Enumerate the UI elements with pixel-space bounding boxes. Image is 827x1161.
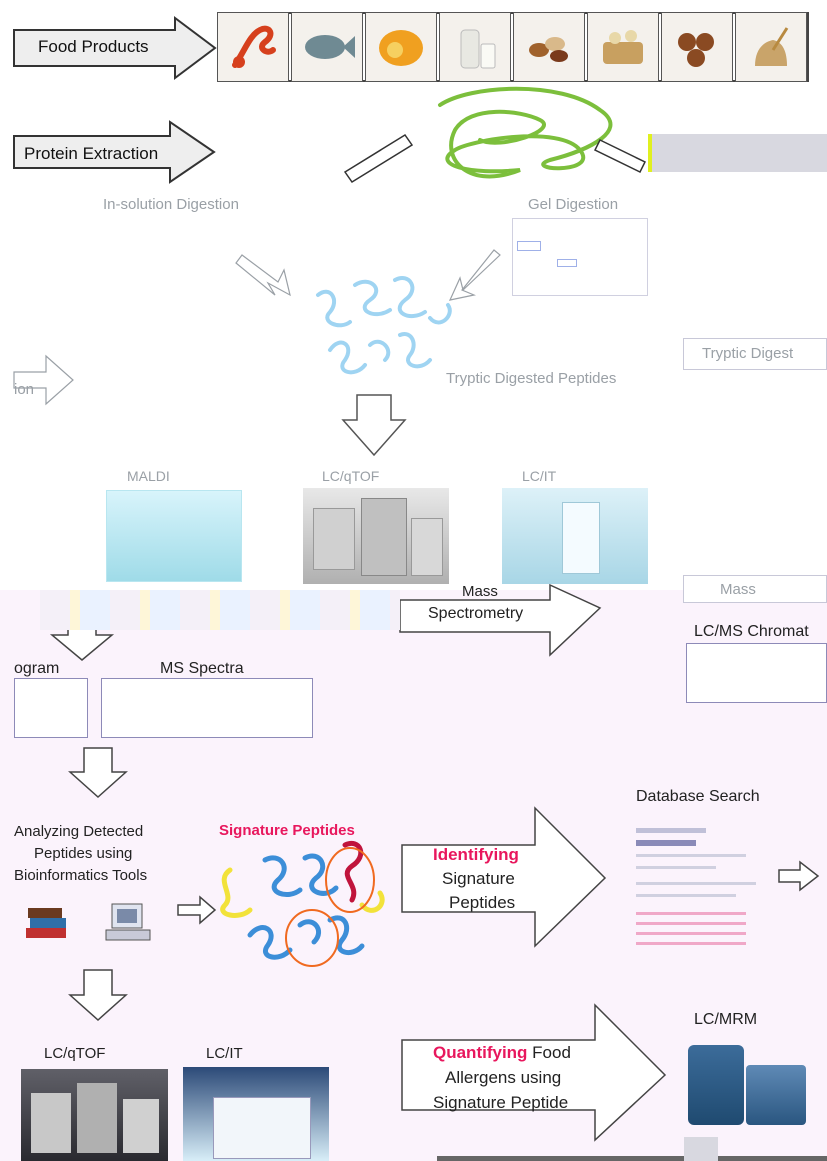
identifying-line3: Peptides [449,893,516,912]
to-analysis-arrow [68,747,128,799]
quantifying-tail: Food [527,1043,571,1062]
to-gel-arrow [593,138,647,174]
mass-partial-label: Mass [720,581,756,598]
mass-box: Mass [683,575,827,603]
bottom-strip [437,1156,827,1161]
database-search-results-image [636,822,766,954]
gel-to-peptides-arrow [448,249,501,301]
to-quant-instruments-arrow [68,969,128,1022]
protein-extraction-label: Protein Extraction [24,144,159,163]
chromatogram-partial-label: ogram [14,660,60,677]
lc-mrm-label: LC/MRM [694,1011,758,1028]
analyzing-line2: Peptides using [34,845,133,862]
ionization-arrow [13,354,74,406]
fish-icon [291,12,363,82]
quantifying-line2: Allergens using [445,1068,562,1087]
quantifying-line1: Quantifying Food [433,1043,571,1063]
computer-icon [102,900,154,944]
hazelnut-icon [661,12,733,82]
gel-image [512,218,648,296]
database-next-arrow [778,860,820,892]
to-signature-arrow [177,895,217,925]
signature-peptide-circle-1 [325,847,375,913]
gel-digestion-label: Gel Digestion [528,196,619,213]
analyzing-line3: Bioinformatics Tools [14,867,148,884]
lc-mrm-footer-block [684,1137,718,1161]
peptides-down-arrow [341,394,407,457]
tryptic-digest-box: Tryptic Digest [683,338,827,370]
tryptic-digested-peptides-label: Tryptic Digested Peptides [446,370,617,387]
nuts-icon [513,12,585,82]
ms-spectra-label: MS Spectra [160,660,244,677]
lc-qtof-top-label: LC/qTOF [322,468,380,484]
quantifying-word: Quantifying [433,1043,528,1062]
signature-peptide-circle-2 [285,909,339,967]
quantifying-arrow [401,1003,667,1142]
in-solution-digestion-label: In-solution Digestion [103,196,239,213]
maldi-instrument-image [106,490,242,582]
mass-spectrometry-arrow [399,583,602,657]
lobster-icon [217,12,289,82]
identifying-line2: Signature [442,869,515,888]
mass-spectrometry-line1: Mass [462,583,498,600]
mass-spectrometry-line2: Spectrometry [428,605,524,622]
lc-qtof-instrument-image [303,488,449,584]
lc-it-bottom-image [183,1067,329,1161]
maldi-label: MALDI [127,468,170,484]
soy-icon [587,12,659,82]
signature-peptides-label: Signature Peptides [219,822,355,839]
lcms-chromatogram-label: LC/MS Chromat [694,623,809,640]
lc-mrm-instrument-image [684,1035,812,1135]
protein-strand [438,86,613,179]
tryptic-digest-label: Tryptic Digest [702,345,794,362]
tryptic-peptides-graphic [316,276,452,375]
ionization-partial-label: ion [14,381,35,398]
wheat-icon [735,12,807,82]
protein-extraction-arrow [13,120,216,184]
analyzing-line1: Analyzing Detected [14,823,144,840]
lc-it-instrument-image [502,488,648,584]
lcms-chromatogram-box [686,643,827,703]
to-insolution-arrow [343,133,414,184]
spectra-thumbnails [648,134,827,172]
quantifying-line3: Signature Peptide [433,1093,569,1112]
egg-icon [365,12,437,82]
identifying-arrow [401,806,607,948]
lc-qtof-bottom-label: LC/qTOF [44,1045,106,1062]
signature-peptides-graphic [220,840,385,960]
identifying-word: Identifying [433,845,519,864]
books-icon [22,902,72,942]
food-products-label: Food Products [38,37,149,56]
transition-strip [40,590,400,630]
chromatogram-box [14,678,88,738]
insolution-to-peptides-arrow [235,254,291,297]
food-products-arrow [13,16,217,80]
lc-it-top-label: LC/IT [522,468,557,484]
lc-qtof-bottom-image [21,1069,168,1161]
milk-icon [439,12,511,82]
database-search-label: Database Search [636,788,760,805]
lc-it-bottom-label: LC/IT [206,1045,243,1062]
ms-spectra-box [101,678,313,738]
